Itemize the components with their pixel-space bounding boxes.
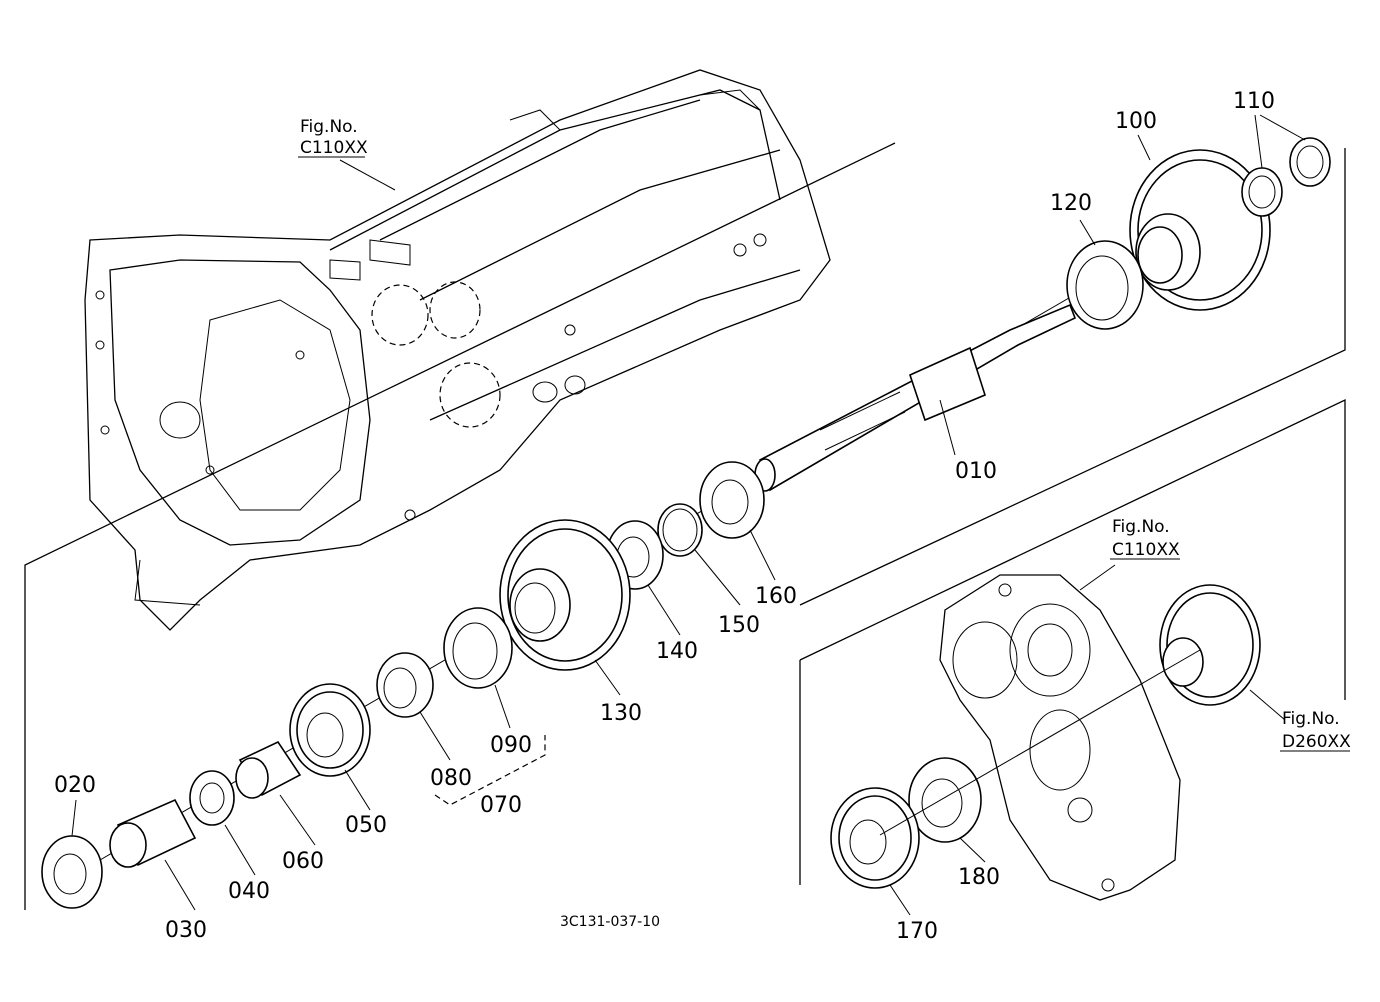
label-170: 170 (896, 919, 938, 944)
fig-ref-2-line2: C110XX (1112, 540, 1180, 560)
fig-ref-3-line1: Fig.No. (1282, 709, 1340, 729)
part-090-collar (443, 607, 513, 689)
leader-lines (71, 114, 1306, 916)
part-labels: 010 020 030 040 050 060 070 080 090 100 … (54, 89, 1275, 944)
label-070: 070 (480, 793, 522, 818)
cover-housing (939, 574, 1181, 901)
label-060: 060 (282, 849, 324, 874)
label-180: 180 (958, 865, 1000, 890)
part-110-bearings (1241, 137, 1331, 217)
part-180-bearing (908, 757, 982, 843)
part-d260-gear (1159, 584, 1261, 706)
label-030: 030 (165, 918, 207, 943)
part-020-bearing (41, 835, 103, 909)
part-040-washer (189, 770, 235, 826)
main-frame (24, 142, 1346, 910)
label-010: 010 (955, 459, 997, 484)
part-160-bearing (699, 461, 765, 539)
transmission-case (84, 69, 831, 631)
fig-ref-1-line2: C110XX (300, 138, 368, 158)
part-130-gear (499, 519, 631, 671)
fig-ref-3-line2: D260XX (1282, 732, 1351, 752)
fig-ref-1-line1: Fig.No. (300, 117, 358, 137)
part-150-ring (657, 503, 703, 557)
drawing-code: 3C131-037-10 (560, 914, 660, 930)
fig-ref-2: Fig.No. C110XX (1110, 517, 1180, 560)
label-090: 090 (490, 733, 532, 758)
label-100: 100 (1115, 109, 1157, 134)
label-080: 080 (430, 766, 472, 791)
label-140: 140 (656, 639, 698, 664)
fig-ref-1: Fig.No. C110XX (298, 117, 368, 158)
sub-axis-line (879, 649, 1201, 836)
label-020: 020 (54, 773, 96, 798)
label-040: 040 (228, 879, 270, 904)
part-080-hub (376, 652, 434, 718)
part-050-gear (289, 683, 371, 777)
fig-ref-2-line1: Fig.No. (1112, 517, 1170, 537)
label-130: 130 (600, 701, 642, 726)
part-100-gear (1129, 149, 1271, 311)
label-120: 120 (1050, 191, 1092, 216)
part-170-gear (830, 787, 920, 889)
part-010-shaft (754, 303, 1077, 492)
part-030-sleeve (109, 798, 197, 868)
fig-ref-3: Fig.No. D260XX (1280, 709, 1351, 752)
label-150: 150 (718, 613, 760, 638)
part-060-bearing (235, 740, 302, 799)
label-110: 110 (1233, 89, 1275, 114)
part-120-collar (1066, 240, 1144, 330)
label-160: 160 (755, 584, 797, 609)
label-050: 050 (345, 813, 387, 838)
